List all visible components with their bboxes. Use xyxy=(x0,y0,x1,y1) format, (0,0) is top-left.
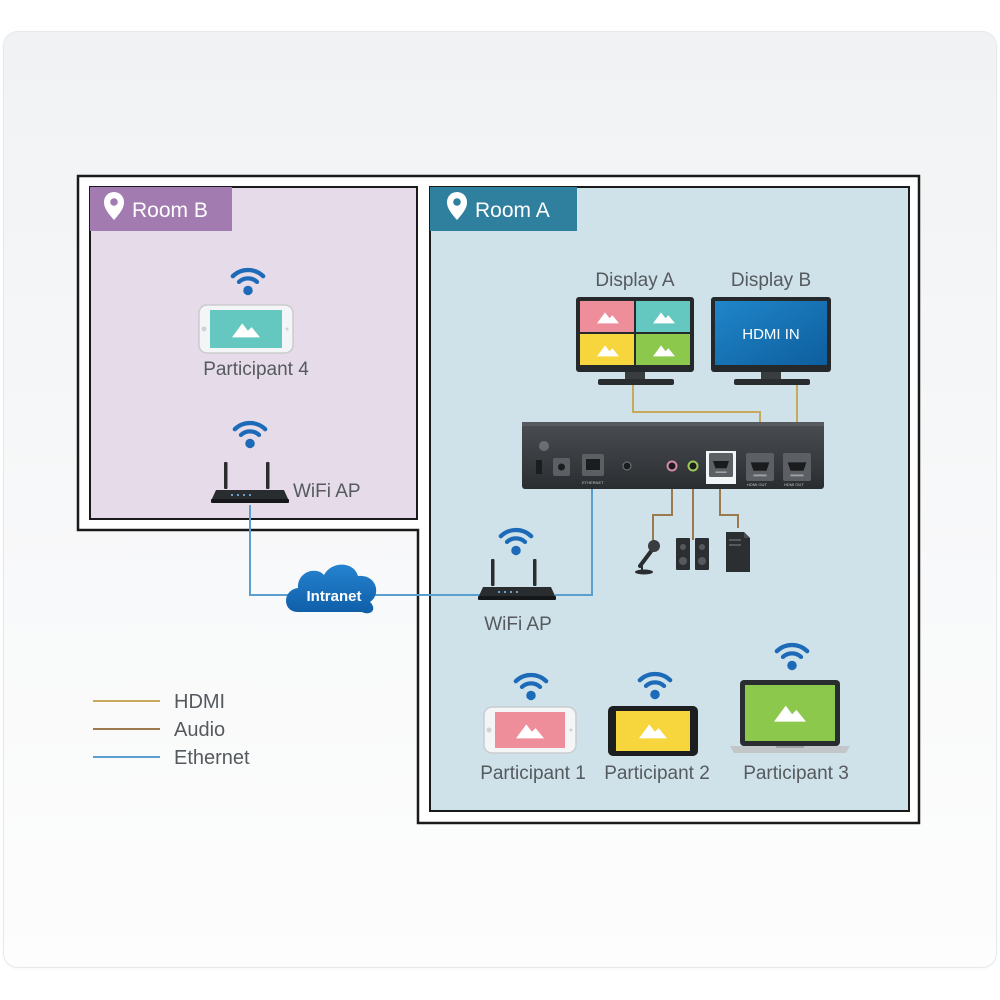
participant-2-label: Participant 2 xyxy=(604,763,710,784)
wifi-ap-room-a-label: WiFi AP xyxy=(484,614,552,635)
room-a-title: Room A xyxy=(475,199,550,222)
legend-ethernet-label: Ethernet xyxy=(174,747,250,769)
legend-audio-label: Audio xyxy=(174,719,225,741)
display-a-label: Display A xyxy=(595,270,675,291)
microphone-icon xyxy=(635,540,660,575)
participant-3-label: Participant 3 xyxy=(743,763,849,784)
wifi-ap-room-b-label: WiFi AP xyxy=(293,481,361,502)
participant-3-laptop xyxy=(730,680,850,753)
location-pin-icon xyxy=(447,192,467,220)
participant-1-phone xyxy=(483,706,577,754)
participant-4-label: Participant 4 xyxy=(203,359,309,380)
room-b-title: Room B xyxy=(132,199,208,222)
speakers-icon xyxy=(676,538,709,570)
display-a-monitor xyxy=(576,297,694,385)
display-b-label: Display B xyxy=(731,270,811,291)
location-pin-icon xyxy=(104,192,124,220)
legend: HDMI Audio Ethernet xyxy=(93,691,250,769)
participant-4-phone xyxy=(198,304,294,354)
svg-text:HDMI OUT: HDMI OUT xyxy=(784,482,804,487)
legend-hdmi-label: HDMI xyxy=(174,691,225,713)
participant-1-label: Participant 1 xyxy=(480,763,586,784)
presentation-switch: ETHERNET HDMI OUT HDMI OUT xyxy=(522,422,824,489)
display-b-screen-text: HDMI IN xyxy=(742,326,800,343)
intranet-label: Intranet xyxy=(306,588,361,605)
display-b-monitor: HDMI IN xyxy=(711,297,831,385)
svg-text:ETHERNET: ETHERNET xyxy=(582,480,604,485)
svg-text:HDMI OUT: HDMI OUT xyxy=(747,482,767,487)
computer-tower-icon xyxy=(726,532,750,572)
ethernet-cables xyxy=(249,483,593,596)
participant-2-tablet xyxy=(608,706,698,756)
intranet-cloud: Intranet xyxy=(286,564,377,614)
